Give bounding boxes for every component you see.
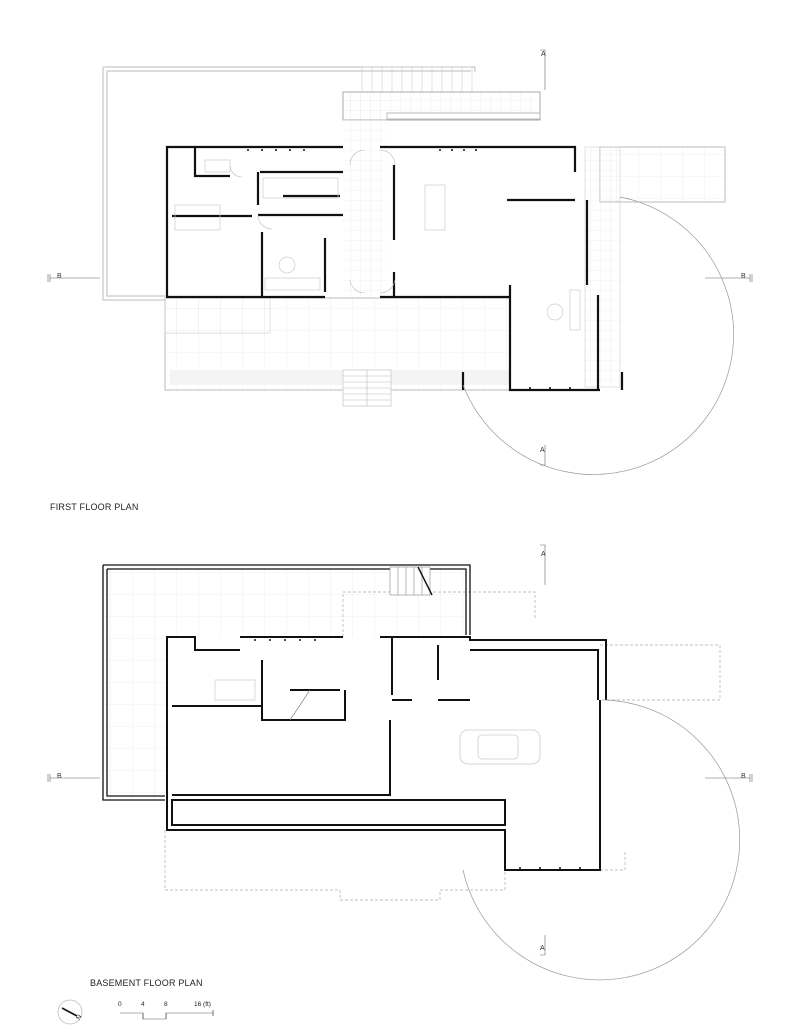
scale-tick-4: 4 xyxy=(141,1001,145,1008)
section-a-top: A xyxy=(541,51,546,58)
section-a-bottom: A xyxy=(540,447,545,454)
site-arc-basement xyxy=(462,699,741,981)
window-marks xyxy=(166,149,571,389)
section-b-left-basement: B xyxy=(57,773,62,780)
scale-tick-0: 0 xyxy=(118,1001,122,1008)
first-floor-plan-title: FIRST FLOOR PLAN xyxy=(50,502,139,512)
section-a-top-basement: A xyxy=(541,551,546,558)
basement-window-marks xyxy=(166,639,581,869)
furniture xyxy=(174,159,581,331)
right-balcony xyxy=(599,146,726,203)
section-lines xyxy=(47,49,753,466)
first-floor-walls xyxy=(165,145,624,392)
scale-tick-16: 16 (ft) xyxy=(194,1001,211,1008)
basement-furniture xyxy=(214,679,311,721)
front-steps xyxy=(342,369,392,407)
section-lines-basement xyxy=(47,544,753,956)
basement-walls xyxy=(166,636,607,871)
first-floor-plan xyxy=(47,49,753,475)
upper-outline xyxy=(164,591,721,901)
basement-floor-plan-title: BASEMENT FLOOR PLAN xyxy=(90,978,203,988)
north-arrow-icon xyxy=(57,999,83,1025)
basement-floor-plan xyxy=(47,544,753,981)
central-corridor xyxy=(343,92,387,297)
section-b-left: B xyxy=(57,273,62,280)
scale-tick-8: 8 xyxy=(164,1001,168,1008)
section-b-right-basement: B xyxy=(741,773,746,780)
site-arc xyxy=(462,196,734,475)
basement-stair-top xyxy=(389,566,433,596)
section-b-right: B xyxy=(741,273,746,280)
car xyxy=(459,729,541,765)
scale-bar xyxy=(120,1010,214,1020)
deck-outline xyxy=(102,66,476,301)
retaining-wall xyxy=(102,564,471,801)
section-a-bottom-basement: A xyxy=(540,945,545,952)
